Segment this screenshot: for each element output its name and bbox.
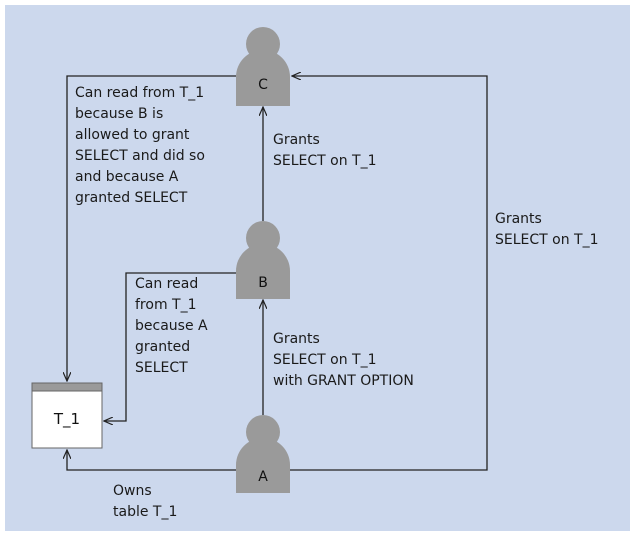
user-a-label: A xyxy=(258,469,268,485)
label-b-grants-c: Grants SELECT on T_1 xyxy=(273,132,377,169)
arrow-c-to-table xyxy=(67,75,236,381)
table-name: T_1 xyxy=(53,410,81,428)
label-a-grants-c: Grants SELECT on T_1 xyxy=(495,211,599,248)
user-b-label: B xyxy=(258,275,268,291)
arrow-a-to-table xyxy=(67,450,236,471)
label-a-owns: Owns table T_1 xyxy=(113,483,178,520)
diagram-canvas xyxy=(31,27,488,493)
label-a-grants-b: Grants SELECT on T_1 with GRANT OPTION xyxy=(273,331,414,389)
user-c-icon xyxy=(236,27,290,106)
arrow-a-to-c xyxy=(290,76,488,471)
label-c-reads: Can read from T_1 because B is allowed t… xyxy=(75,85,205,206)
user-c-label: C xyxy=(258,77,268,93)
privilege-diagram: C B A T_1 Can read from T_1 because B is… xyxy=(5,5,630,531)
arrow-b-to-table xyxy=(104,272,236,421)
user-a-icon xyxy=(236,415,290,493)
label-b-reads: Can read from T_1 because A granted SELE… xyxy=(135,276,208,376)
user-b-icon xyxy=(236,221,290,299)
table-t1-icon xyxy=(31,382,103,449)
